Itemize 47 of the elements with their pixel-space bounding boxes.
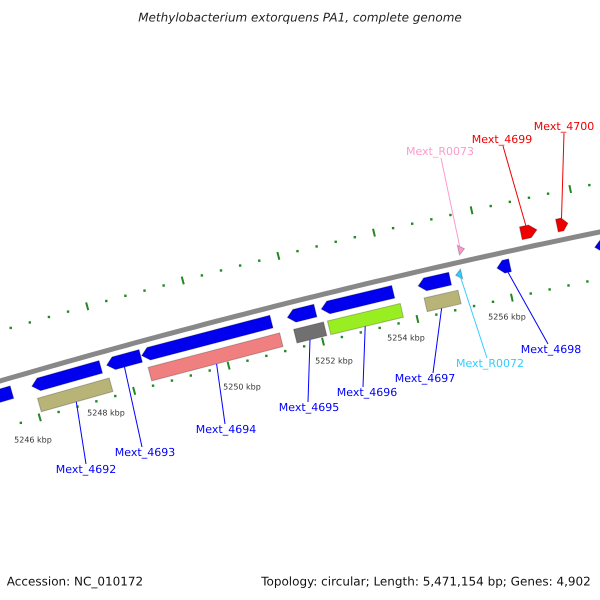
genome-info: Topology: circular; Length: 5,471,154 bp; Genes: 4,902 <box>261 575 591 589</box>
gene-label: Mext_4694 <box>196 424 256 436</box>
leader-line <box>432 308 442 374</box>
scale-label: 5256 kbp <box>488 314 526 322</box>
rna-feature-marker <box>456 244 466 256</box>
cds-feature <box>424 290 462 312</box>
gene-label: Mext_R0073 <box>406 146 474 158</box>
gene-feature <box>31 360 104 392</box>
scale-label: 5246 kbp <box>14 436 52 446</box>
gene-feature <box>417 272 452 292</box>
leader-line <box>124 366 142 448</box>
leader-line <box>308 339 310 402</box>
scale-label: 5254 kbp <box>387 334 425 344</box>
leader-line <box>440 158 460 247</box>
leader-line <box>362 326 366 388</box>
cds-feature <box>326 302 404 336</box>
gene-label: Mext_4697 <box>394 372 456 386</box>
gene-feature <box>0 385 14 406</box>
gene-feature <box>106 348 144 370</box>
gene-label: Mext_4699 <box>472 134 532 146</box>
leader-line <box>76 401 86 464</box>
chart-title: Methylobacterium extorquens PA1, complete genome <box>138 11 462 25</box>
scale-label: 5250 kbp <box>223 384 261 392</box>
gene-feature <box>286 304 318 323</box>
gene-feature <box>555 217 569 232</box>
cds-feature <box>293 321 328 344</box>
leader-line <box>502 146 526 226</box>
scale-label: 5248 kbp <box>87 410 125 418</box>
scale-label: 5252 kbp <box>315 358 353 366</box>
gene-label: Mext_4693 <box>114 446 176 460</box>
leader-line <box>561 132 564 219</box>
gene-feature <box>320 284 396 314</box>
rna-feature-marker <box>454 268 464 280</box>
gene-label: Mext_4696 <box>336 386 398 400</box>
accession-note: Accession: NC_010172 <box>6 575 144 589</box>
cds-feature <box>147 332 284 382</box>
gene-label: Mext_4700 <box>534 120 594 134</box>
gene-feature <box>140 314 274 361</box>
leader-line <box>216 363 226 424</box>
gene-feature <box>496 258 512 274</box>
gene-label: Mext_4695 <box>278 402 340 414</box>
leader-line <box>508 272 548 344</box>
gene-label: Mext_4698 <box>520 344 582 356</box>
leader-line <box>460 277 488 358</box>
gene-label: Mext_R0072 <box>456 358 524 370</box>
gene-feature <box>518 224 538 240</box>
gene-label: Mext_4692 <box>56 464 116 476</box>
